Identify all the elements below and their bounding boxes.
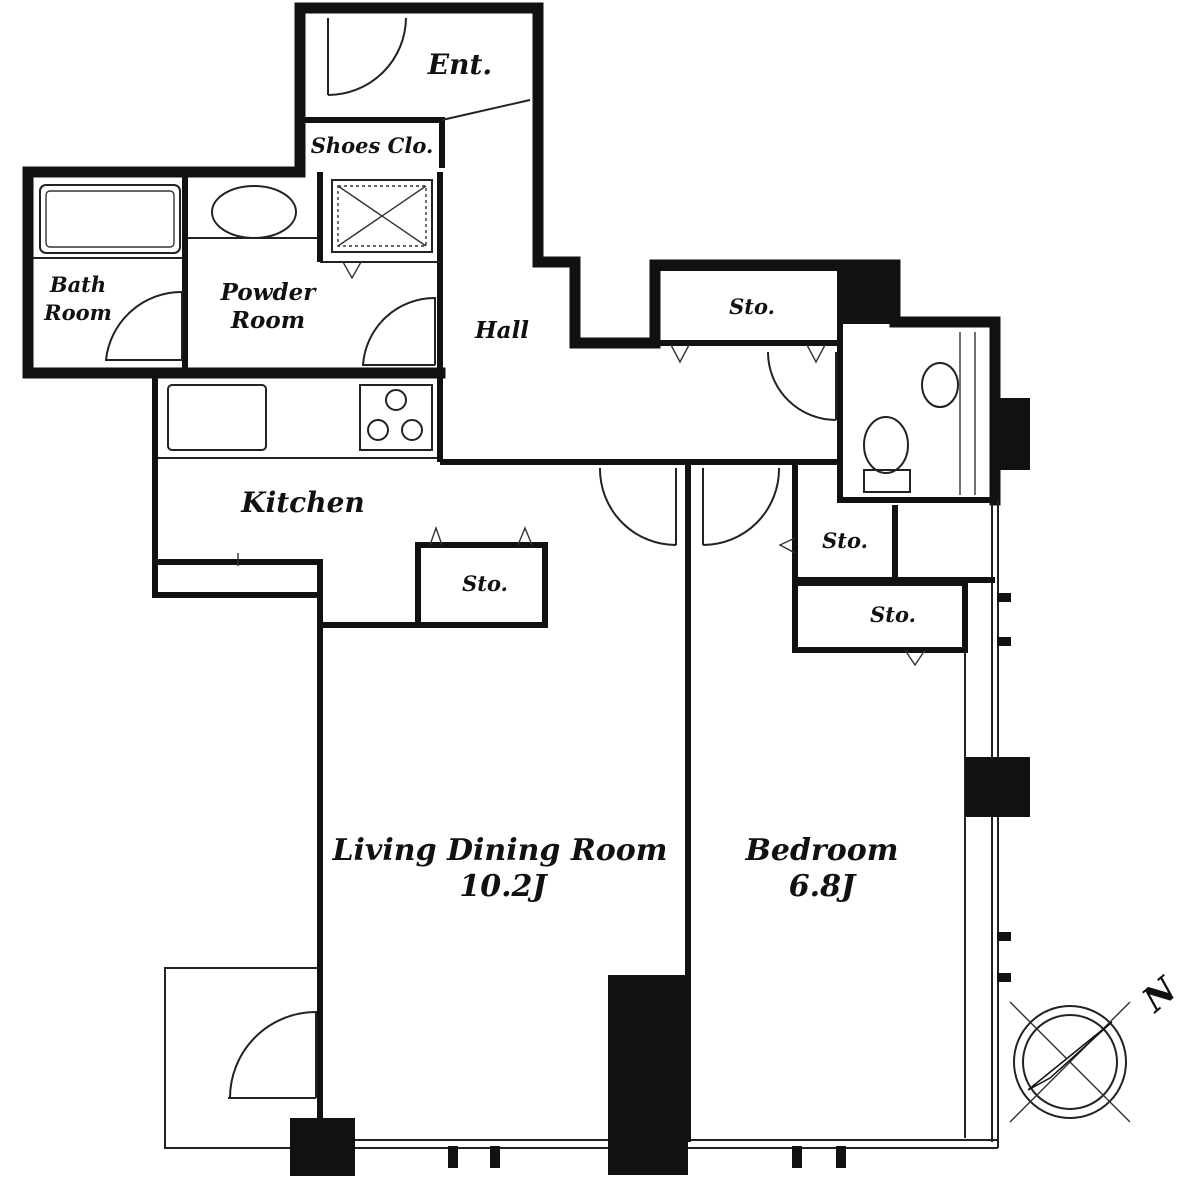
label-storage-top: Sto.: [729, 294, 775, 319]
label-storage-kitchen: Sto.: [462, 571, 508, 596]
bath-door-icon: [105, 290, 183, 361]
fixtures: [33, 179, 976, 495]
label-bath-room-line1: Bath: [49, 272, 106, 297]
balcony-door-icon: [228, 1010, 317, 1099]
label-bedroom-name: Bedroom: [745, 833, 899, 868]
label-kitchen: Kitchen: [240, 486, 364, 519]
label-bath-room-line2: Room: [43, 300, 112, 325]
entrance-door-icon: [327, 17, 407, 96]
room-labels: Ent. Shoes Clo. Bath Room Powder Room Ha…: [43, 48, 916, 904]
doors: [105, 17, 926, 667]
kitchen-sink-icon: [167, 384, 267, 451]
compass-label: N: [1134, 968, 1186, 1020]
wc-basin-icon: [921, 362, 959, 408]
label-hall: Hall: [474, 317, 529, 344]
bathtub-icon: [39, 184, 181, 254]
label-storage-right-lower: Sto.: [870, 602, 916, 627]
wc-door-icon: [767, 351, 837, 421]
living-door-icon: [598, 467, 677, 546]
outer-walls: [22, 2, 1001, 1149]
balcony: [164, 967, 320, 1149]
label-powder-room-line2: Room: [230, 307, 305, 334]
structural-columns: [290, 262, 1030, 1176]
label-living-dining-name: Living Dining Room: [331, 833, 667, 868]
label-bedroom-size: 6.8J: [789, 869, 857, 904]
washbasin-icon: [211, 185, 297, 239]
label-shoes-closet: Shoes Clo.: [311, 133, 434, 158]
interior-walls: [158, 99, 995, 1142]
label-powder-room-line1: Powder: [220, 279, 318, 306]
toilet-icon: [863, 416, 909, 474]
label-storage-right-upper: Sto.: [822, 528, 868, 553]
bedroom-door-icon: [702, 467, 781, 546]
label-entrance: Ent.: [427, 48, 492, 81]
powder-door-icon: [362, 296, 436, 366]
cooktop-icon: [359, 384, 433, 451]
compass-north-arrow-icon: N: [1009, 968, 1186, 1123]
label-living-dining-size: 10.2J: [459, 869, 548, 904]
laundry-pan-icon: [331, 179, 433, 253]
closet-marker-icon: [342, 261, 362, 280]
